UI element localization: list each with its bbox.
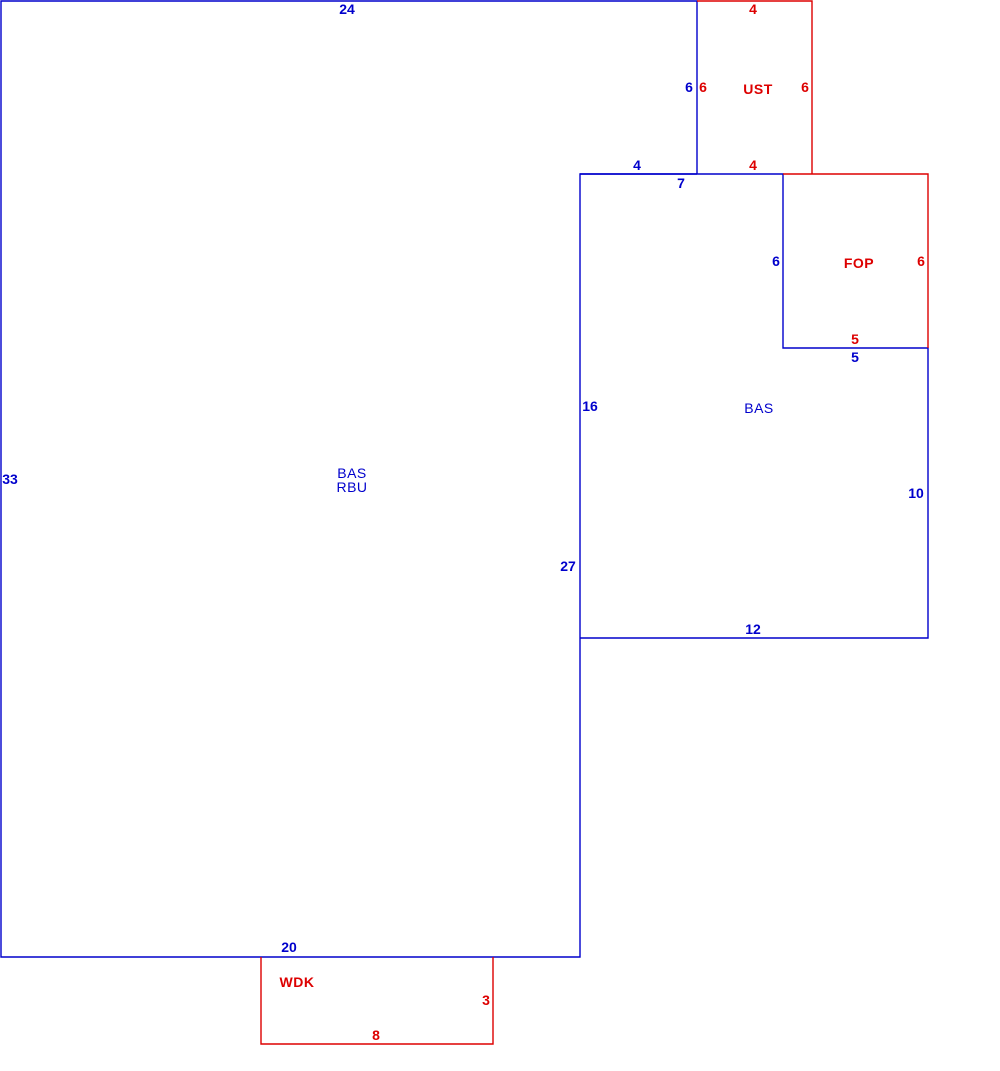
main-rbu-label: RBU — [336, 479, 367, 495]
ust-label: UST — [743, 81, 773, 97]
wdk-outline — [260, 957, 494, 1045]
dim-right-bas-right: 10 — [908, 485, 924, 501]
dim-main-bottom: 20 — [281, 939, 297, 955]
dim-wdk-bottom: 8 — [372, 1027, 380, 1043]
right-bas-label: BAS — [744, 400, 774, 416]
dim-right-bas-fop-bottom: 5 — [851, 349, 859, 365]
dim-main-left: 33 — [2, 471, 18, 487]
dim-right-bas-top: 7 — [677, 175, 685, 191]
dim-main-right: 27 — [560, 558, 576, 574]
dim-main-notch-horizontal: 4 — [633, 157, 641, 173]
main-bas-label: BAS — [337, 465, 367, 481]
dim-right-bas-fop-side: 6 — [772, 253, 780, 269]
wdk-label: WDK — [280, 974, 315, 990]
right-bas-outline — [580, 173, 929, 639]
dim-fop-bottom: 5 — [851, 331, 859, 347]
ust-outline — [697, 0, 813, 174]
dim-ust-bottom: 4 — [749, 157, 757, 173]
fop-outline — [783, 173, 929, 348]
dim-wdk-right: 3 — [482, 992, 490, 1008]
dim-main-top: 24 — [339, 1, 355, 17]
dim-ust-left: 6 — [699, 79, 707, 95]
dim-ust-top: 4 — [749, 1, 757, 17]
dim-right-bas-left: 16 — [582, 398, 598, 414]
dim-main-notch-vertical: 6 — [685, 79, 693, 95]
dim-fop-right: 6 — [917, 253, 925, 269]
dim-ust-right: 6 — [801, 79, 809, 95]
fop-label: FOP — [844, 255, 874, 271]
dim-right-bas-bottom: 12 — [745, 621, 761, 637]
